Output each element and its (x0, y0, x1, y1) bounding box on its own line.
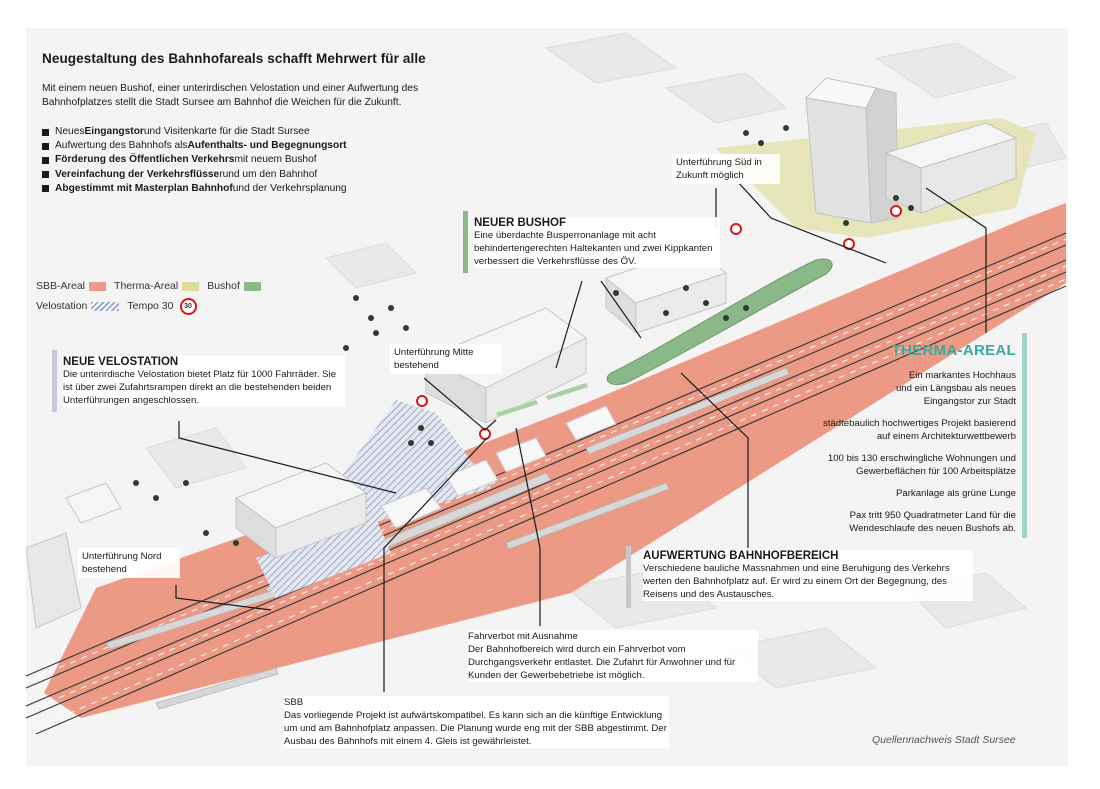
map-red-markers (479, 223, 855, 440)
trees (133, 125, 914, 546)
page-title: Neugestaltung des Bahnhofareals schafft … (42, 51, 426, 66)
sbb-text: Das vorliegende Projekt ist aufwärtskomp… (284, 710, 667, 747)
therma-item: städtebaulich hochwertiges Projekt basie… (822, 418, 1016, 442)
therma-accent-bar (1022, 333, 1027, 538)
aufwertung-accent-bar (626, 546, 631, 608)
bullet-square-icon (42, 185, 49, 193)
source-credit: Quellennachweis Stadt Sursee (872, 734, 1016, 746)
aufwertung-callout: AUFWERTUNG BAHNHOFBEREICH Verschiedene b… (643, 550, 973, 601)
velostation-text: Die unterirdische Velostation bietet Pla… (63, 369, 337, 406)
bullet-square-icon (42, 142, 49, 150)
benefit-item: Neues Eingangstor und Visitenkarte für d… (42, 125, 347, 139)
legend-sbb-swatch (89, 281, 107, 291)
therma-title: THERMA-AREAL (891, 342, 1016, 359)
benefit-item: Abgestimmt mit Masterplan Bahnhof und de… (42, 182, 347, 196)
legend-bushof-swatch (243, 281, 261, 291)
legend-velostation-swatch (91, 301, 120, 311)
benefit-list: Neues Eingangstor und Visitenkarte für d… (42, 125, 347, 196)
label-unterfuehrung-sued: Unterführung Süd in Zukunft möglich (672, 154, 780, 184)
therma-towers (804, 77, 1018, 224)
leader-lines (175, 179, 987, 692)
plan-page: Neugestaltung des Bahnhofareals schafft … (26, 28, 1068, 766)
legend-sbb-label: SBB-Areal (36, 280, 86, 292)
background-buildings (145, 32, 1067, 689)
bushof-callout: NEUER BUSHOF Eine überdachte Busperronan… (474, 217, 720, 268)
bullet-square-icon (42, 157, 49, 164)
benefit-item: Vereinfachung der Verkehrsflüsse rund um… (42, 168, 347, 182)
legend-bushof-label: Bushof (207, 280, 240, 292)
bullet-square-icon (42, 128, 49, 136)
bushof-title: NEUER BUSHOF (474, 217, 567, 229)
benefit-item: Aufwertung des Bahnhofs als Aufenthalts-… (42, 139, 347, 153)
bushof-roof (606, 258, 833, 386)
track-dashes (26, 238, 1067, 729)
legend: SBB-Areal Therma-Areal Bushof Velostatio… (36, 276, 269, 316)
fahrverbot-title: Fahrverbot mit Ausnahme (468, 631, 578, 642)
sbb-title: SBB (284, 697, 304, 708)
legend-velostation-label: Velostation (36, 300, 88, 312)
legend-therma-label: Therma-Areal (114, 280, 179, 292)
bullet-square-icon (42, 171, 49, 179)
benefit-item: Förderung des Öffentlichen Verkehrs mit … (42, 153, 347, 167)
fahrverbot-callout: Fahrverbot mit Ausnahme Der Bahnhofberei… (468, 630, 758, 682)
legend-therma-swatch (182, 281, 200, 291)
legend-tempo-label: Tempo 30 (127, 300, 174, 312)
station-area-render (26, 32, 1067, 735)
green-strips (496, 383, 588, 417)
therma-item: 100 bis 130 erschwingliche Wohnungen und… (827, 453, 1016, 477)
bushof-text: Eine überdachte Busperronanlage mit acht… (474, 230, 713, 267)
label-unterfuehrung-mitte: Unterführung Mitte bestehend (390, 344, 502, 374)
velostation-callout: NEUE VELOSTATION Die unterirdische Velos… (63, 356, 345, 407)
aufwertung-title: AUFWERTUNG BAHNHOFBEREICH (643, 550, 839, 562)
aufwertung-text: Verschiedene bauliche Massnahmen und ein… (643, 563, 950, 600)
city-buildings (26, 247, 728, 629)
velostation-title: NEUE VELOSTATION (63, 356, 179, 368)
velostation-accent-bar (52, 350, 57, 412)
therma-item: Pax tritt 950 Quadratmeter Land für die … (849, 510, 1016, 534)
map-tempo30-signs (416, 205, 902, 407)
bushof-accent-bar (463, 211, 468, 273)
tempo-30-sign-icon: 30 (179, 297, 197, 315)
velostation-area (256, 400, 491, 598)
label-unterfuehrung-nord: Unterführung Nord bestehend (78, 548, 180, 578)
therma-item: Ein markantes Hochhaus und ein Längsbau … (895, 370, 1016, 407)
sbb-callout: SBB Das vorliegende Projekt ist aufwärts… (284, 696, 669, 748)
fahrverbot-text: Der Bahnhofbereich wird durch ein Fahrve… (468, 644, 736, 681)
therma-item: Parkanlage als grüne Lunge (895, 488, 1016, 499)
intro-text: Mit einem neuen Bushof, einer unterirdis… (42, 83, 419, 108)
therma-callout: THERMA-AREAL Ein markantes Hochhaus und … (786, 342, 1016, 535)
